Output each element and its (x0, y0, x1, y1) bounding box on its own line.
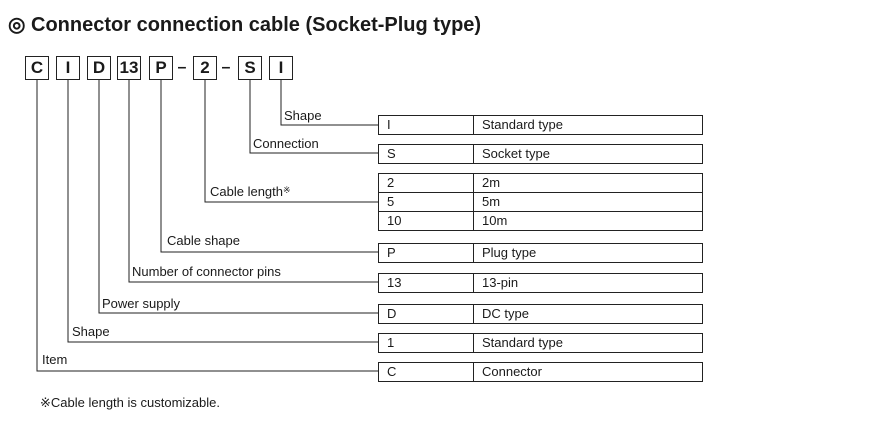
option-description: 2m (473, 173, 703, 193)
asterisk-mark: ※ (283, 185, 291, 195)
options-table-connection: S Socket type (378, 144, 703, 164)
code-segment-item: C (25, 56, 49, 80)
leader-shape (67, 80, 378, 343)
table-row: S Socket type (378, 144, 703, 164)
option-code: D (378, 304, 474, 324)
option-code: C (378, 362, 474, 382)
leader-pins (128, 80, 378, 283)
option-description: Connector (473, 362, 703, 382)
leader-cable-length (204, 80, 378, 203)
option-code: 13 (378, 273, 474, 293)
table-row: I Standard type (378, 115, 703, 135)
label-power-supply: Power supply (102, 296, 181, 311)
leader-power-supply (98, 80, 378, 314)
option-code: 2 (378, 173, 474, 193)
label-cable-length-text: Cable length (210, 184, 283, 199)
label-pins: Number of connector pins (132, 264, 281, 279)
options-table-cable-shape: P Plug type (378, 243, 703, 263)
code-segment-pins: 13 (117, 56, 141, 80)
label-item: Item (42, 352, 68, 367)
code-separator: – (177, 59, 187, 76)
options-table-shape-end: I Standard type (378, 115, 703, 135)
option-description: Socket type (473, 144, 703, 164)
table-row: 13 13-pin (378, 273, 703, 293)
code-segment-cable-shape: P (149, 56, 173, 80)
option-description: DC type (473, 304, 703, 324)
option-code: 10 (378, 211, 474, 231)
option-code: I (378, 115, 474, 135)
table-row: 5 5m (378, 192, 703, 212)
code-segment-cable-length: 2 (193, 56, 217, 80)
options-table-item: C Connector (378, 362, 703, 382)
option-description: 10m (473, 211, 703, 231)
options-table-shape: 1 Standard type (378, 333, 703, 353)
option-code: P (378, 243, 474, 263)
label-cable-shape: Cable shape (167, 233, 240, 248)
table-row: 10 10m (378, 211, 703, 231)
option-description: Standard type (473, 333, 703, 353)
option-description: 5m (473, 192, 703, 212)
table-row: C Connector (378, 362, 703, 382)
label-shape: Shape (72, 324, 110, 339)
code-segment-power-supply: D (87, 56, 111, 80)
label-cable-length: Cable length※ (210, 185, 291, 199)
leader-connection (249, 80, 378, 154)
options-table-power-supply: D DC type (378, 304, 703, 324)
options-table-pins: 13 13-pin (378, 273, 703, 293)
option-code: 1 (378, 333, 474, 353)
option-description: 13-pin (473, 273, 703, 293)
code-segment-shape: I (56, 56, 80, 80)
table-row: 2 2m (378, 173, 703, 193)
code-segment-connection: S (238, 56, 262, 80)
label-shape-end: Shape (284, 108, 322, 123)
leader-item (36, 80, 378, 372)
option-code: 5 (378, 192, 474, 212)
label-connection: Connection (253, 136, 319, 151)
footnote: ※Cable length is customizable. (40, 395, 220, 410)
table-row: P Plug type (378, 243, 703, 263)
leader-shape-end (280, 80, 378, 126)
page-title: ◎ Connector connection cable (Socket-Plu… (8, 14, 482, 36)
table-row: D DC type (378, 304, 703, 324)
code-segment-shape-end: I (269, 56, 293, 80)
options-table-cable-length: 2 2m 5 5m 10 10m (378, 173, 703, 231)
code-separator: – (221, 59, 231, 76)
option-code: S (378, 144, 474, 164)
option-description: Plug type (473, 243, 703, 263)
leader-cable-shape (160, 80, 378, 253)
table-row: 1 Standard type (378, 333, 703, 353)
option-description: Standard type (473, 115, 703, 135)
